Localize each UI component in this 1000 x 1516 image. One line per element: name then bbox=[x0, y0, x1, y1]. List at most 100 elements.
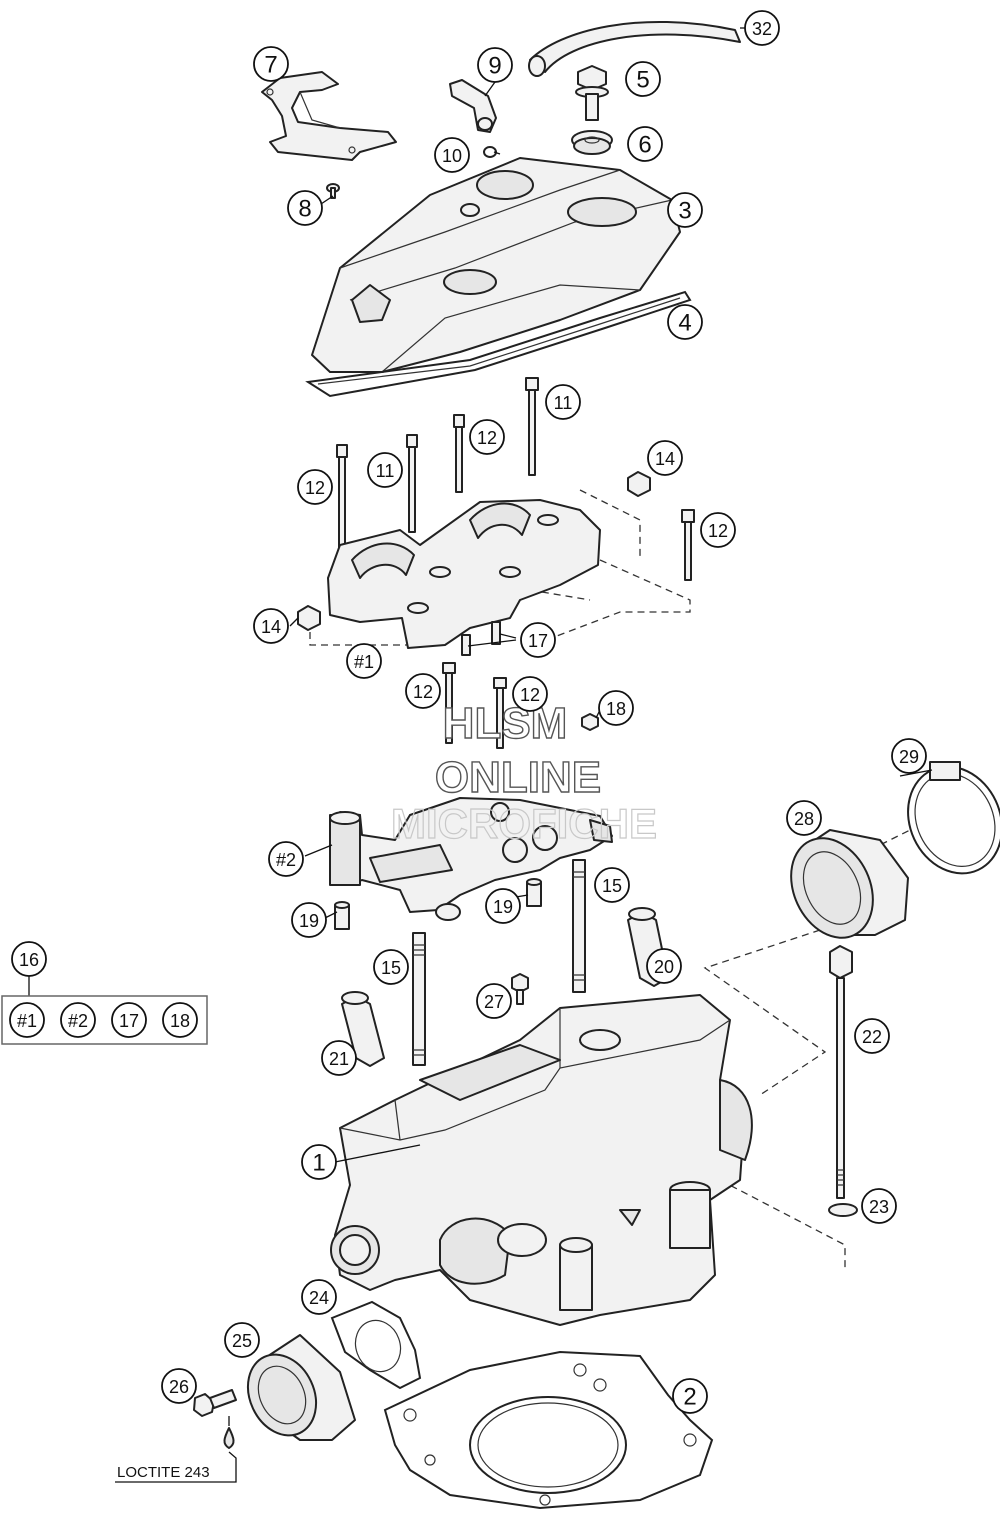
watermark-line1: HLSM bbox=[443, 699, 568, 748]
callout-label: 12 bbox=[520, 685, 540, 705]
leader-lines bbox=[289, 27, 933, 1163]
callout-7: 7 bbox=[253, 46, 289, 82]
callout-label: 11 bbox=[554, 393, 573, 413]
flange-screw bbox=[193, 1389, 237, 1417]
studs bbox=[412, 859, 586, 1066]
cover-bolt bbox=[575, 65, 609, 121]
callout-18: 18 bbox=[598, 690, 634, 726]
grommet bbox=[571, 130, 613, 155]
callout-label: #1 bbox=[17, 1011, 37, 1031]
callout-label: 15 bbox=[381, 958, 401, 978]
head-gasket bbox=[383, 1350, 714, 1510]
valve-cover bbox=[311, 157, 681, 373]
callout-29: 29 bbox=[891, 738, 927, 774]
callout-label: 12 bbox=[477, 428, 497, 448]
callout-10: 10 bbox=[434, 137, 470, 173]
callout-26: 26 bbox=[161, 1368, 197, 1404]
callout-label: 19 bbox=[299, 911, 319, 931]
watermark-line2: ONLINE bbox=[435, 753, 601, 802]
callout-9: 9 bbox=[477, 47, 513, 83]
callout-5: 5 bbox=[625, 61, 661, 97]
callout-label: 18 bbox=[170, 1011, 190, 1031]
callout-12: 12 bbox=[297, 469, 333, 505]
long-bolt bbox=[829, 945, 853, 1199]
callout-27: 27 bbox=[476, 983, 512, 1019]
watermark-line3: MICROFICHE bbox=[391, 800, 657, 847]
callout-16: 16 bbox=[11, 941, 47, 977]
nuts bbox=[297, 471, 651, 631]
callout-label: 4 bbox=[678, 310, 691, 337]
bolt-11-left bbox=[336, 444, 348, 548]
callout-8: 8 bbox=[287, 190, 323, 226]
callout-label: 27 bbox=[484, 992, 504, 1012]
washer bbox=[828, 1203, 858, 1217]
camshaft-bolts bbox=[336, 377, 695, 581]
callout-label: 29 bbox=[899, 747, 919, 767]
callout-17: 17 bbox=[111, 1002, 147, 1038]
callout-label: 17 bbox=[528, 631, 548, 651]
callout-11: 11 bbox=[367, 452, 403, 488]
callout-label: 15 bbox=[602, 876, 622, 896]
callout-4: 4 bbox=[667, 304, 703, 340]
callout-label: 14 bbox=[655, 449, 675, 469]
callout-25: 25 bbox=[224, 1322, 260, 1358]
callout-label: 17 bbox=[119, 1011, 139, 1031]
callout-label: 11 bbox=[376, 461, 395, 481]
callout-12: 12 bbox=[512, 676, 548, 712]
exhaust-flange bbox=[246, 1334, 356, 1441]
callout-12: 12 bbox=[700, 512, 736, 548]
callout-label: 5 bbox=[636, 67, 649, 94]
callout-19: 19 bbox=[485, 888, 521, 924]
callout-label: 16 bbox=[19, 950, 39, 970]
callout-label: #2 bbox=[68, 1011, 88, 1031]
cylinder-head bbox=[330, 994, 753, 1326]
callout-3: 3 bbox=[667, 192, 703, 228]
exhaust-gasket bbox=[330, 1300, 422, 1390]
callout-18: 18 bbox=[162, 1002, 198, 1038]
callout-label: 12 bbox=[413, 682, 433, 702]
callout-label: 1 bbox=[312, 1150, 325, 1177]
callout-15: 15 bbox=[373, 949, 409, 985]
watermark: HLSM ONLINE MICROFICHE bbox=[390, 698, 657, 847]
callout-label: 24 bbox=[309, 1288, 329, 1308]
callout-label: 32 bbox=[752, 19, 772, 39]
callout-14: 14 bbox=[253, 608, 289, 644]
callout-label: 7 bbox=[264, 52, 277, 79]
bolt-12-right bbox=[681, 509, 695, 581]
callout-label: 23 bbox=[869, 1197, 889, 1217]
callout-2: 2 bbox=[672, 1378, 708, 1414]
callout-label: 12 bbox=[708, 521, 728, 541]
callout-kit-1: #1 bbox=[346, 643, 382, 679]
assembly-lines bbox=[309, 489, 911, 1270]
bolt-11-right bbox=[525, 377, 539, 476]
bolt-12-b bbox=[453, 414, 465, 493]
callout-label: 12 bbox=[305, 478, 325, 498]
callout-kit-2: #2 bbox=[60, 1002, 96, 1038]
bracket bbox=[261, 71, 397, 161]
callout-15: 15 bbox=[594, 867, 630, 903]
callout-12: 12 bbox=[405, 673, 441, 709]
callout-label: 22 bbox=[862, 1027, 882, 1047]
callout-label: #2 bbox=[276, 850, 296, 870]
callout-label: 8 bbox=[298, 196, 311, 223]
callout-label: 9 bbox=[488, 53, 501, 80]
callout-label: 14 bbox=[261, 617, 281, 637]
callout-17: 17 bbox=[520, 622, 556, 658]
callout-11: 11 bbox=[545, 384, 581, 420]
callout-label: 18 bbox=[606, 699, 626, 719]
callout-kit-1: #1 bbox=[9, 1002, 45, 1038]
small-nut bbox=[581, 713, 599, 731]
callout-32: 32 bbox=[744, 10, 780, 46]
carrier-dowels bbox=[334, 878, 542, 930]
loctite-note: LOCTITE 243 bbox=[117, 1464, 210, 1481]
callout-label: 20 bbox=[654, 957, 674, 977]
callout-12: 12 bbox=[469, 419, 505, 455]
callout-21: 21 bbox=[321, 1040, 357, 1076]
callout-1: 1 bbox=[301, 1144, 337, 1180]
callout-24: 24 bbox=[301, 1279, 337, 1315]
valve-cover-gasket bbox=[305, 290, 692, 398]
hose-fitting bbox=[449, 79, 497, 133]
